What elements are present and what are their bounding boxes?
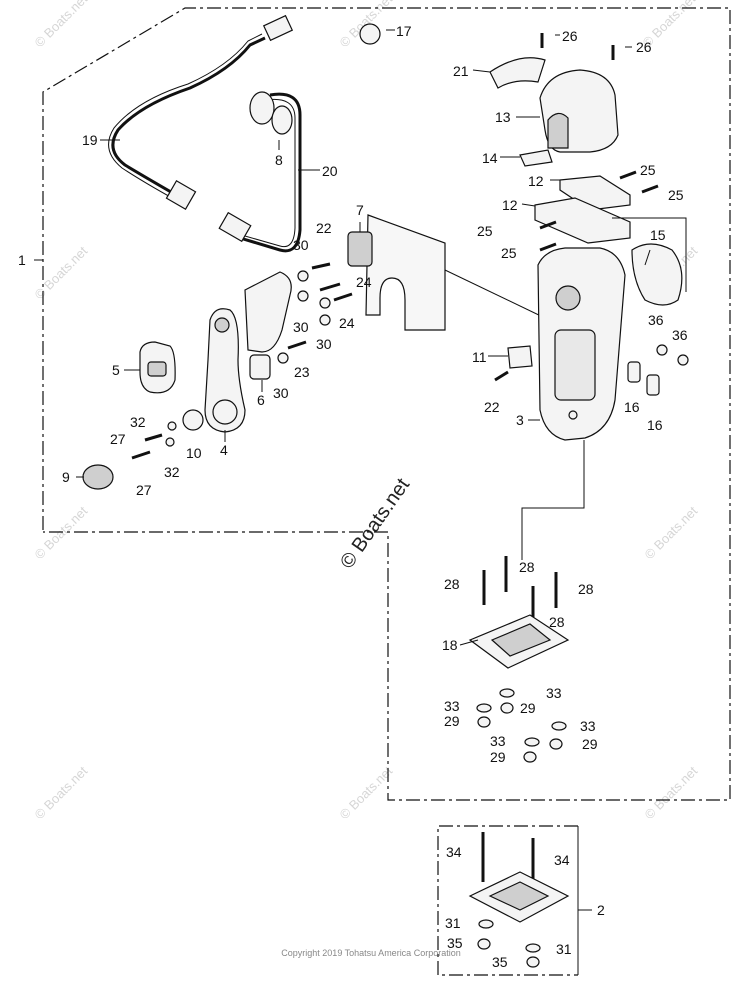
callout-9: 9 xyxy=(62,469,70,485)
harness-19 xyxy=(108,14,294,210)
leader-lines xyxy=(34,29,651,911)
fasteners-right xyxy=(494,33,689,396)
lever-arm-4 xyxy=(204,308,246,433)
watermark: © Boats.net xyxy=(642,763,701,822)
callout-1: 1 xyxy=(18,252,26,268)
callout-29c: 29 xyxy=(582,736,598,752)
callout-15: 15 xyxy=(650,227,666,243)
callout-17: 17 xyxy=(396,23,412,39)
callout-8: 8 xyxy=(275,152,283,168)
callout-28c: 28 xyxy=(578,581,594,597)
callouts: 1 2 3 4 5 6 7 8 9 10 11 12 12 13 14 15 1… xyxy=(18,23,688,970)
callout-28b: 28 xyxy=(519,559,535,575)
callout-30a: 30 xyxy=(293,237,309,253)
callout-33b: 33 xyxy=(546,685,562,701)
callout-29b: 29 xyxy=(520,700,536,716)
washers-nuts xyxy=(476,688,567,763)
callout-14: 14 xyxy=(482,150,498,166)
callout-33c: 33 xyxy=(580,718,596,734)
callout-36b: 36 xyxy=(672,327,688,343)
callout-36a: 36 xyxy=(648,312,664,328)
callout-3: 3 xyxy=(516,412,524,428)
callout-32a: 32 xyxy=(130,414,146,430)
clip-14 xyxy=(519,149,553,167)
cover-21 xyxy=(489,57,546,89)
callout-10: 10 xyxy=(186,445,202,461)
watermark: © Boats.net xyxy=(32,0,91,50)
callout-27b: 27 xyxy=(136,482,152,498)
bolts-28 xyxy=(482,556,558,620)
callout-34b: 34 xyxy=(554,852,570,868)
watermark: © Boats.net xyxy=(32,763,91,822)
callout-31b: 31 xyxy=(556,941,572,957)
copyright-notice: Copyright 2019 Tohatsu America Corporati… xyxy=(281,948,461,958)
callout-11: 11 xyxy=(472,349,487,365)
cap-9 xyxy=(82,464,114,490)
callout-30d: 30 xyxy=(273,385,289,401)
assembly-1-boundary xyxy=(42,7,731,801)
callout-22b: 22 xyxy=(484,399,500,415)
plug-17 xyxy=(359,23,381,45)
callout-16b: 16 xyxy=(647,417,663,433)
template-sheet xyxy=(365,214,546,331)
callout-25c: 25 xyxy=(477,223,493,239)
cam-plate-15 xyxy=(631,243,683,306)
callout-26a: 26 xyxy=(562,28,578,44)
callout-25d: 25 xyxy=(501,245,517,261)
callout-29d: 29 xyxy=(490,749,506,765)
disc-10 xyxy=(182,409,204,431)
main-watermark: © Boats.net xyxy=(336,474,414,573)
callout-21: 21 xyxy=(453,63,469,79)
callout-25a: 25 xyxy=(640,162,656,178)
assembly-2-boundary xyxy=(437,825,579,976)
callout-23: 23 xyxy=(294,364,310,380)
callout-28a: 28 xyxy=(444,576,460,592)
fasteners-left xyxy=(131,262,353,460)
callout-28d: 28 xyxy=(549,614,565,630)
callout-34a: 34 xyxy=(446,844,462,860)
callout-12b: 12 xyxy=(502,197,518,213)
grommet-7 xyxy=(347,231,373,267)
callout-4: 4 xyxy=(220,442,228,458)
callout-27a: 27 xyxy=(110,431,126,447)
bracket-6 xyxy=(244,271,292,353)
callout-24a: 24 xyxy=(356,274,372,290)
callout-16a: 16 xyxy=(624,399,640,415)
callout-24b: 24 xyxy=(339,315,355,331)
callout-35b: 35 xyxy=(492,954,508,970)
callout-5: 5 xyxy=(112,362,120,378)
callout-13: 13 xyxy=(495,109,511,125)
callout-31a: 31 xyxy=(445,915,461,931)
callout-29a: 29 xyxy=(444,713,460,729)
callout-12a: 12 xyxy=(528,173,544,189)
callout-30c: 30 xyxy=(316,336,332,352)
harness-20 xyxy=(218,91,302,253)
watermark: © Boats.net xyxy=(337,763,396,822)
plate-12b xyxy=(534,197,631,244)
callout-22a: 22 xyxy=(316,220,332,236)
callout-19: 19 xyxy=(82,132,98,148)
callout-20: 20 xyxy=(322,163,338,179)
callout-25b: 25 xyxy=(668,187,684,203)
callout-30b: 30 xyxy=(293,319,309,335)
callout-32b: 32 xyxy=(164,464,180,480)
callout-33a: 33 xyxy=(444,698,460,714)
assembly-2-parts xyxy=(468,832,570,968)
watermark: © Boats.net xyxy=(32,243,91,302)
callout-7: 7 xyxy=(356,202,364,218)
callout-33d: 33 xyxy=(490,733,506,749)
watermark: © Boats.net xyxy=(642,503,701,562)
callout-6: 6 xyxy=(257,392,265,408)
callout-18: 18 xyxy=(442,637,458,653)
callout-26b: 26 xyxy=(636,39,652,55)
callout-35a: 35 xyxy=(447,935,463,951)
callout-2: 2 xyxy=(597,902,605,918)
